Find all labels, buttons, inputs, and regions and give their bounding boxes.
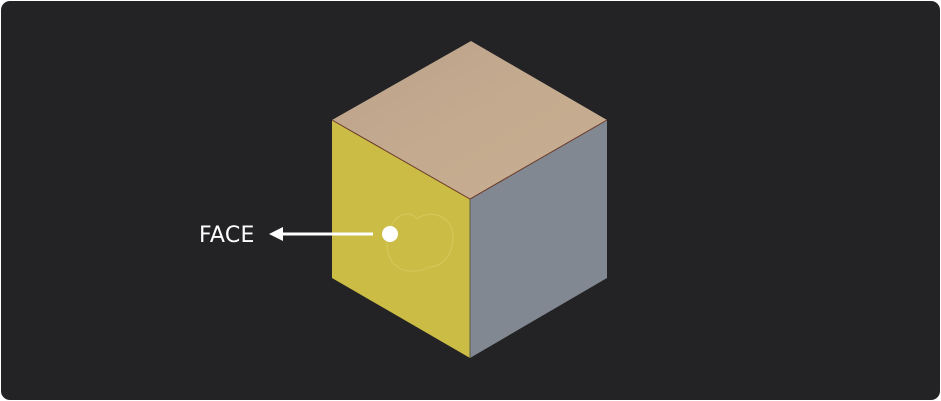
selection-cursor-outline bbox=[386, 213, 454, 272]
cube-icon bbox=[331, 41, 608, 358]
face-label: FACE bbox=[199, 223, 255, 248]
arrow-left-icon bbox=[269, 227, 373, 241]
dot-marker-icon bbox=[382, 226, 398, 242]
